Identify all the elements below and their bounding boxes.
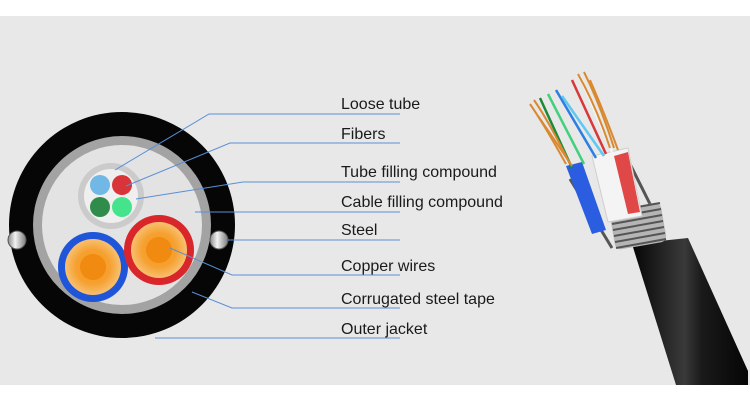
blue-insulated-conductor — [566, 162, 606, 234]
diagram-canvas: Loose tube Fibers Tube filling compound … — [0, 16, 750, 385]
fiber-red — [112, 175, 132, 195]
copper-conductor-blue-center — [80, 254, 106, 280]
label-outer-jacket: Outer jacket — [341, 321, 428, 338]
tube-filling — [84, 169, 138, 223]
leader-fibers — [125, 142, 400, 187]
fiber-dark-green — [90, 197, 110, 217]
label-copper-wires: Copper wires — [341, 258, 436, 275]
cable-cross-section — [7, 112, 235, 338]
steel-rod-left — [7, 230, 27, 250]
label-steel: Steel — [341, 222, 378, 239]
label-cable-filling: Cable filling compound — [341, 194, 503, 211]
leader-lines — [114, 113, 400, 339]
red-insulated-conductor — [614, 152, 640, 214]
cable-illustration — [529, 71, 748, 385]
label-loose-tube: Loose tube — [341, 96, 421, 113]
cable-outer-jacket — [632, 238, 748, 385]
fiber-light-green — [112, 197, 132, 217]
leader-copper-wires — [169, 247, 400, 276]
leader-loose-tube — [114, 113, 400, 171]
fiber-blue — [90, 175, 110, 195]
label-corrugated-tape: Corrugated steel tape — [341, 291, 495, 308]
leader-corrugated-tape — [191, 291, 400, 309]
cable-diagram-svg — [7, 71, 748, 385]
label-tube-filling: Tube filling compound — [341, 164, 497, 181]
copper-conductor-red-center — [146, 237, 172, 263]
label-fibers: Fibers — [341, 126, 386, 143]
steel-rod-right — [209, 230, 229, 250]
leader-tube-filling — [135, 181, 400, 200]
copper-wire-bundles — [529, 71, 619, 167]
